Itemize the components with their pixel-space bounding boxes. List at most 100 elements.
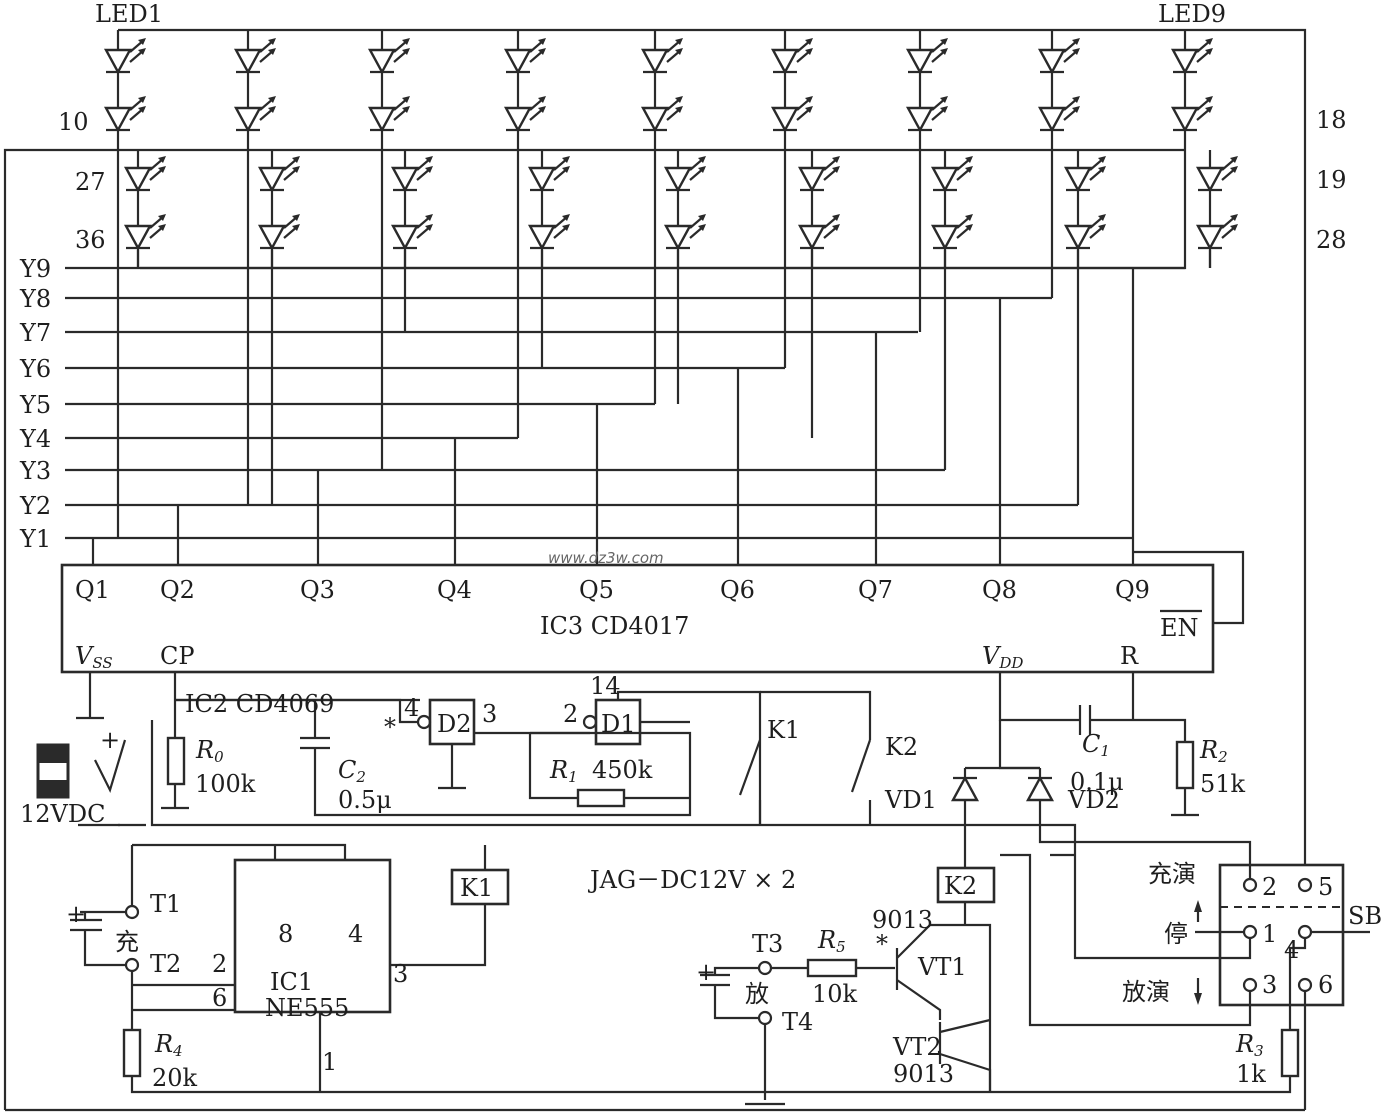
sb-charge-play: 充演 <box>1148 860 1196 888</box>
wire <box>896 923 992 1092</box>
sb-terminal-5 <box>1297 877 1313 893</box>
ic1-pin6: 6 <box>212 984 227 1012</box>
led-icon <box>367 96 410 133</box>
led-icon <box>797 214 840 251</box>
wire <box>528 733 578 800</box>
battery-bottom <box>38 780 68 797</box>
r4-value: 20k <box>152 1064 198 1092</box>
light-arrow-head <box>1205 96 1213 103</box>
wire <box>713 985 759 1020</box>
k2-switch-label: K2 <box>885 733 918 761</box>
light-arrow-head <box>1072 48 1080 55</box>
c2-mark: * <box>384 713 396 741</box>
relay-note: JAG－DC12V × 2 <box>587 866 796 894</box>
k2-relay-label: K2 <box>944 872 977 900</box>
y-label-y7: Y7 <box>19 319 51 347</box>
led-triangle <box>257 224 287 251</box>
c1-value: 0.1μ <box>1070 768 1124 796</box>
light-arrow-head <box>268 96 276 103</box>
vd1-label: VD1 <box>884 786 937 814</box>
sb-terminal-1 <box>1242 924 1258 940</box>
led-icon <box>1170 38 1213 75</box>
led1-label: LED1 <box>95 0 163 28</box>
diode-icon <box>950 775 980 802</box>
sb-switch-body[interactable] <box>1218 863 1345 1007</box>
led-icon <box>367 38 410 75</box>
t4-terminal <box>757 1010 773 1026</box>
light-arrow-head <box>425 214 433 221</box>
r5-name: R <box>817 926 836 954</box>
light-arrow-head <box>1098 214 1106 221</box>
light-arrow-head <box>402 106 410 113</box>
battery-top <box>38 745 68 763</box>
wire <box>130 1076 1292 1094</box>
wire <box>939 1018 991 1034</box>
arrow-down-icon <box>1194 993 1202 1005</box>
wire <box>760 690 872 740</box>
led-icon <box>503 96 546 133</box>
r2-resistor <box>1175 740 1195 790</box>
y9-return <box>140 150 1187 270</box>
light-arrow-head <box>138 48 146 55</box>
r1-label: R1 <box>549 756 578 786</box>
sb-pin-1: 1 <box>1262 920 1277 948</box>
wire <box>313 731 692 817</box>
led-icon <box>770 96 813 133</box>
r4-resistor <box>122 1028 142 1078</box>
t3-label: T3 <box>752 930 783 958</box>
light-arrow-head <box>965 156 973 163</box>
led-triangle <box>103 106 133 133</box>
light-arrow-head <box>425 166 433 173</box>
q-label-q2: Q2 <box>160 576 195 604</box>
ic1-pin2: 2 <box>212 950 227 978</box>
k1-switch-label: K1 <box>767 716 800 744</box>
wire <box>1000 853 1252 1027</box>
led-icon <box>257 156 300 193</box>
q-label-q7: Q7 <box>858 576 893 604</box>
light-arrow-head <box>832 214 840 221</box>
led9-label: LED9 <box>1158 0 1226 28</box>
d1-pin-vdd: 14 <box>590 672 621 700</box>
vdd-sub: DD <box>998 654 1023 672</box>
wire <box>896 979 942 1020</box>
wire <box>175 698 418 724</box>
q-label-q8: Q8 <box>982 576 1017 604</box>
d1-pin-in: 2 <box>563 700 578 728</box>
led-triangle <box>1170 48 1200 75</box>
led-icon <box>1037 96 1080 133</box>
light-arrow-head <box>940 48 948 55</box>
led-icon <box>797 156 840 193</box>
light-arrow-head <box>562 214 570 221</box>
led-triangle <box>1195 224 1225 251</box>
r1-name: R <box>549 756 568 784</box>
ic3-r-label: R <box>1120 642 1139 670</box>
battery-plus: + <box>100 726 120 754</box>
led-icon <box>123 156 166 193</box>
light-arrow-head <box>698 156 706 163</box>
light-arrow-head <box>158 214 166 221</box>
led-icon <box>123 214 166 251</box>
led-triangle <box>103 48 133 75</box>
wire <box>939 1052 992 1092</box>
light-arrow-head <box>1072 38 1080 45</box>
c2-label: C2 <box>338 756 366 786</box>
r4-sub: 4 <box>172 1042 183 1060</box>
ic1-pin1: 1 <box>322 1048 337 1076</box>
light-arrow-head <box>675 38 683 45</box>
q-label-q1: Q1 <box>75 576 110 604</box>
c1-sub: 1 <box>1100 742 1110 760</box>
vt2-label: VT2 <box>892 1033 942 1061</box>
led-icon <box>1195 214 1238 251</box>
light-arrow-head <box>965 166 973 173</box>
light-arrow-head <box>675 96 683 103</box>
led36-label: 36 <box>75 226 106 254</box>
r0-resistor <box>166 736 186 786</box>
y-label-y5: Y5 <box>19 391 51 419</box>
light-arrow-head <box>1230 224 1238 231</box>
led-triangle <box>390 224 420 251</box>
battery-label: 12VDC <box>20 800 105 828</box>
sb-terminal-3 <box>1242 977 1258 993</box>
r1-sub: 1 <box>568 768 578 786</box>
